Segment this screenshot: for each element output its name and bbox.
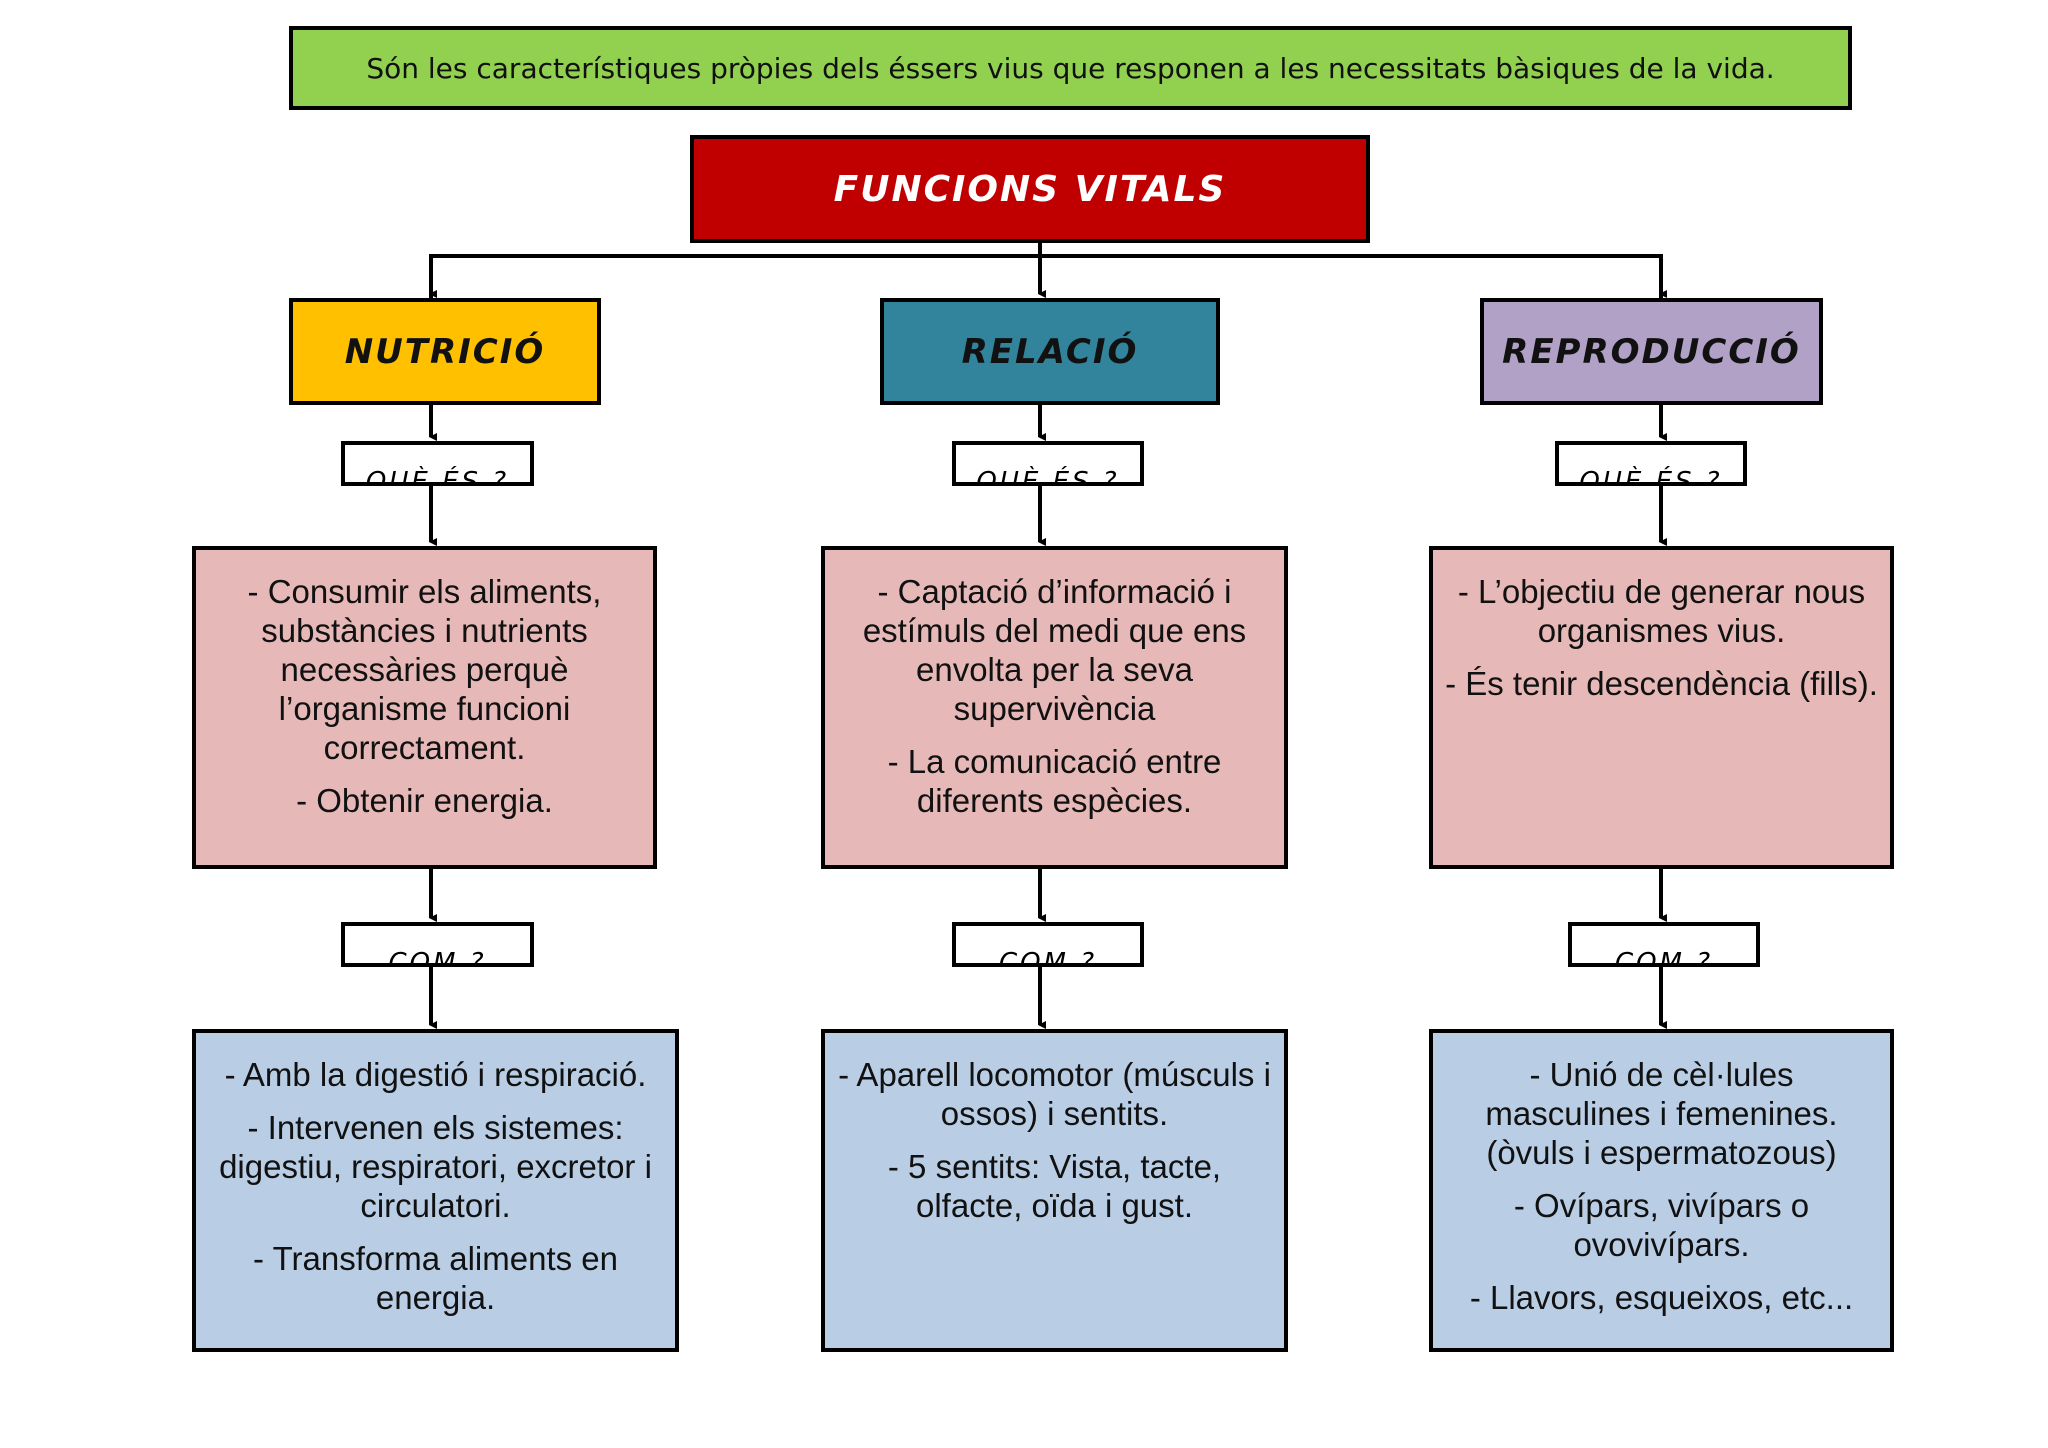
how-item: - Llavors, esqueixos, etc... — [1469, 1279, 1854, 1316]
how-label-relacio: COM ? — [952, 922, 1144, 967]
what-item: - Captació d’informació i estímuls del m… — [862, 573, 1247, 727]
what-label-text: QUÈ ÉS ? — [976, 467, 1120, 486]
what-label-relacio: QUÈ ÉS ? — [952, 441, 1144, 486]
what-box-relacio: - Captació d’informació i estímuls del m… — [821, 546, 1288, 869]
how-item: - Aparell locomotor (músculs i ossos) i … — [838, 1056, 1271, 1132]
main-title-box: FUNCIONS VITALS — [690, 135, 1370, 243]
how-item: - Transforma aliments en energia. — [253, 1240, 618, 1316]
what-item: - La comunicació entre diferents espècie… — [887, 743, 1222, 819]
how-item: - Unió de cèl·lules masculines i femenin… — [1485, 1056, 1838, 1171]
how-box-relacio: - Aparell locomotor (músculs i ossos) i … — [821, 1029, 1288, 1352]
how-label-text: COM ? — [388, 948, 487, 967]
what-label-text: QUÈ ÉS ? — [365, 467, 510, 486]
what-box-reproduccio: - L’objectiu de generar nous organismes … — [1429, 546, 1894, 869]
how-label-reproduccio: COM ? — [1568, 922, 1760, 967]
how-item: - 5 sentits: Vista, tacte, olfacte, oïda… — [887, 1148, 1222, 1224]
what-label-reproduccio: QUÈ ÉS ? — [1555, 441, 1747, 486]
what-label-nutricio: QUÈ ÉS ? — [341, 441, 534, 486]
nutricio-box: NUTRICIÓ — [289, 298, 601, 405]
how-box-reproduccio: - Unió de cèl·lules masculines i femenin… — [1429, 1029, 1894, 1352]
what-item: - L’objectiu de generar nous organismes … — [1457, 573, 1866, 649]
how-label-nutricio: COM ? — [341, 922, 534, 967]
definition-box: Són les característiques pròpies dels és… — [289, 26, 1852, 110]
reproduccio-box: REPRODUCCIÓ — [1480, 298, 1823, 405]
what-box-nutricio: - Consumir els aliments, substàncies i n… — [192, 546, 657, 869]
how-box-nutricio: - Amb la digestió i respiració. - Interv… — [192, 1029, 679, 1352]
how-item: - Intervenen els sistemes: digestiu, res… — [219, 1109, 652, 1224]
how-label-text: COM ? — [998, 948, 1098, 967]
how-item: - Amb la digestió i respiració. — [224, 1056, 647, 1093]
how-item: - Ovípars, vivípars o ovovivípars. — [1513, 1187, 1810, 1263]
how-label-text: COM ? — [1614, 948, 1714, 967]
relacio-box: RELACIÓ — [880, 298, 1220, 405]
what-item: - És tenir descendència (fills). — [1445, 665, 1878, 702]
what-label-text: QUÈ ÉS ? — [1579, 467, 1723, 486]
what-item: - Consumir els aliments, substàncies i n… — [247, 573, 602, 766]
what-item: - Obtenir energia. — [296, 782, 553, 819]
branch-line — [429, 254, 1663, 298]
